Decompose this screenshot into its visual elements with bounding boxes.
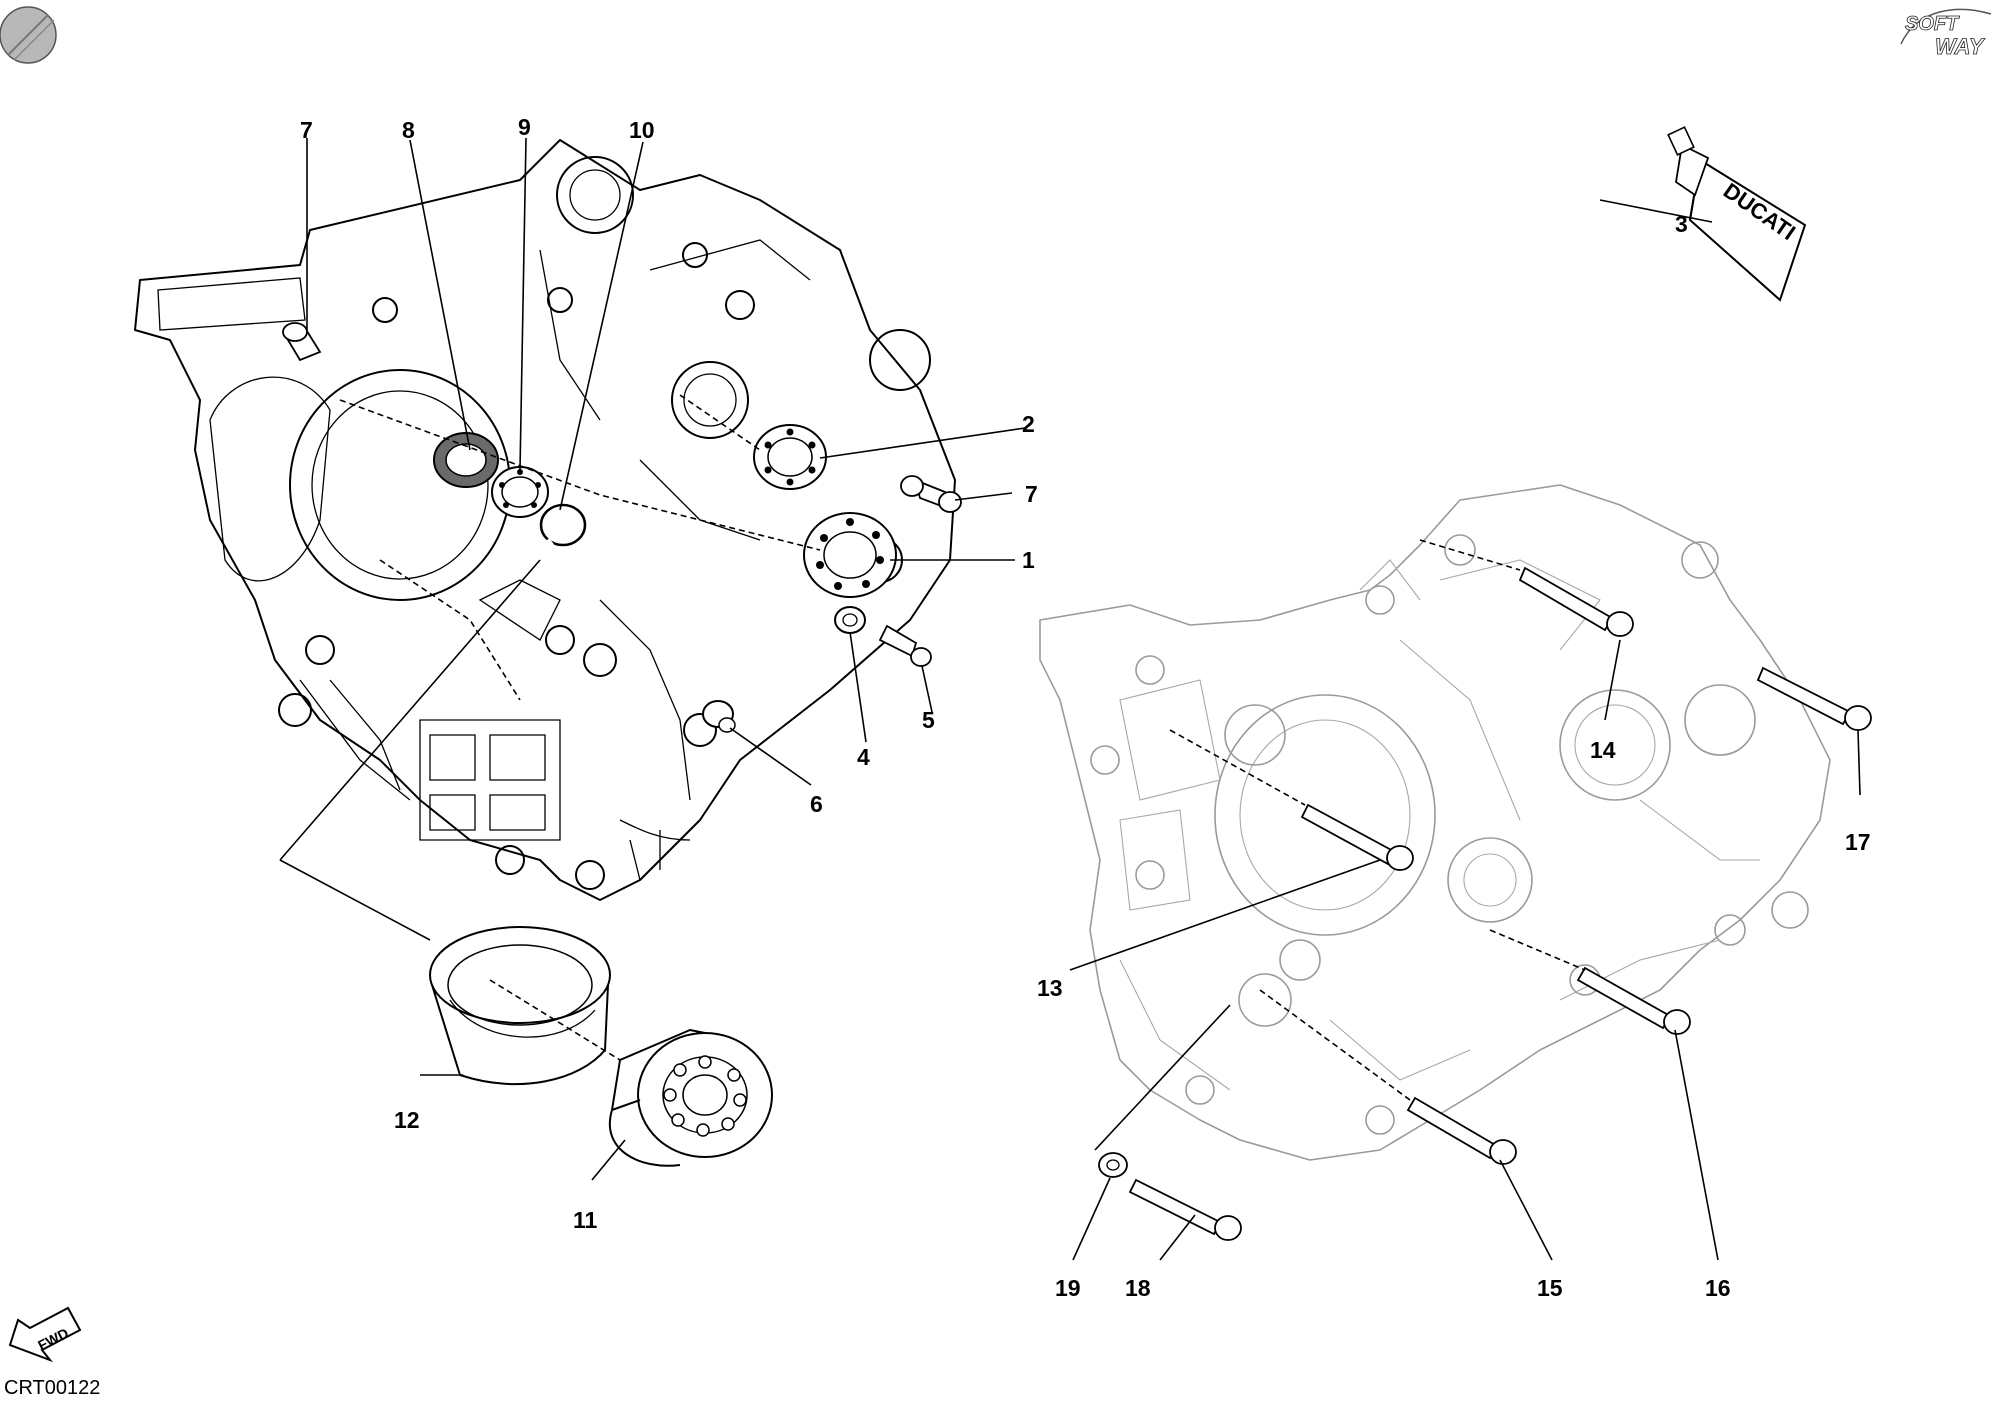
logo-line-1: SOFT [1905,13,1960,35]
washer-part-19 [1098,1152,1128,1178]
bolt-part-17 [1756,666,1872,731]
bolt-part-14 [1518,566,1634,637]
bolt-part-13 [1300,803,1414,871]
sealant-tube-part-3: DUCATI [1667,126,1807,302]
left-crankcase-half [134,139,956,901]
callout-10: 10 [629,117,655,143]
callout-17: 17 [1845,829,1871,855]
softway-logo: SOFT WAY [1900,8,1992,59]
callout-9: 9 [518,114,531,140]
bearing-part-11 [609,1029,773,1167]
leader-lines [279,137,1861,1261]
callout-19: 19 [1055,1275,1081,1301]
callout-4: 4 [857,744,870,770]
circlip-part-10 [539,503,587,550]
bolt-part-18 [1128,1178,1242,1241]
callout-8: 8 [402,117,415,143]
callout-16: 16 [1705,1275,1731,1301]
callout-15: 15 [1537,1275,1563,1301]
seal-part-8 [433,432,499,488]
callout-7-left: 7 [300,117,313,143]
bolt-part-15 [1406,1096,1517,1165]
drawing-code: CRT00122 [4,1377,101,1399]
bearing-part-2 [753,424,827,490]
callout-7-right: 7 [1025,481,1038,507]
liner-part-12 [429,926,611,1086]
callout-13: 13 [1037,975,1063,1001]
dowel-part-7a [282,322,322,362]
callout-5: 5 [922,707,935,733]
bearing-part-1 [803,512,897,598]
fwd-arrow-icon: FWD [8,1306,82,1363]
corner-disc-icon [0,6,57,64]
bolt-part-16 [1576,966,1691,1035]
callout-14: 14 [1590,737,1616,763]
right-crankcase-half [1039,484,1831,1161]
bolt-part-5 [878,624,932,667]
callout-11: 11 [573,1207,598,1233]
callout-3: 3 [1675,211,1688,237]
callout-6: 6 [810,791,823,817]
bearing-part-9 [491,466,549,518]
callout-18: 18 [1125,1275,1151,1301]
callout-1: 1 [1022,547,1035,573]
logo-line-2: WAY [1935,34,1986,59]
callout-2: 2 [1022,411,1035,437]
dowel-part-7b [900,475,962,513]
callout-labels: 1 2 3 4 5 6 7 7 8 9 10 11 12 13 14 15 16… [300,114,1871,1301]
washer-part-4 [834,606,866,634]
plug-part-6 [702,700,736,733]
callout-12: 12 [394,1107,420,1133]
